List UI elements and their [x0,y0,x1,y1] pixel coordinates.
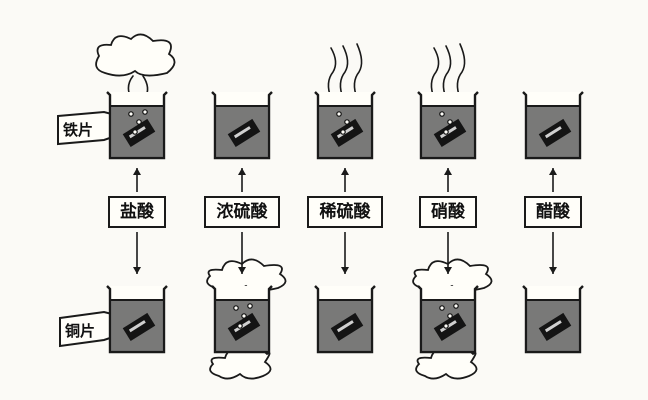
acid-label-text: 硝酸 [431,201,466,222]
acid-label-box [524,196,582,228]
acid-label-conc-h2so4: 浓硫酸 [204,196,280,228]
gas-bubble [336,111,342,117]
gas-bubble [132,129,138,135]
acid-label-hno3: 硝酸 [419,196,477,228]
gas-bubble [439,111,445,117]
arrows-hcl [133,168,141,274]
iron-beaker-conc-h2so4 [211,91,273,160]
copper-beaker-acetic [522,285,584,354]
arrow-head [341,267,349,274]
copper-beaker-conc-h2so4 [206,258,287,380]
arrow-head [341,168,349,175]
copper-strip-highlight [336,320,354,333]
acid-label-box [307,196,383,228]
gas-wisp [456,43,466,99]
arrow-head [549,267,557,274]
gas-bubble [247,303,253,309]
gas-cloud [206,258,287,292]
copper-beaker-dil-h2so4 [314,285,376,354]
arrow-head [238,267,246,274]
arrow-head [133,168,141,175]
gas-bubble [447,313,453,319]
iron-beaker-acetic [522,91,584,160]
copper-tag-label: 铜片 [65,322,95,340]
gas-wisp [442,45,452,99]
acid-label-box [108,196,166,228]
gas-cloud [95,33,176,77]
acid-column-dil-h2so4: 稀硫酸 [307,43,383,354]
arrows-acetic [549,168,557,274]
acid-columns: 盐酸 浓硫酸 稀硫酸 硝酸 醋酸 [95,33,584,380]
gas-bubble [443,129,449,135]
arrows-conc-h2so4 [238,168,246,274]
copper-strip-highlight [128,320,146,333]
acid-label-dil-h2so4: 稀硫酸 [307,196,383,228]
acid-column-conc-h2so4: 浓硫酸 [204,91,287,380]
acid-label-box [419,196,477,228]
gas-bubble [443,323,449,329]
gas-bubble [453,303,459,309]
arrow-head [444,168,452,175]
acid-label-text: 盐酸 [120,201,155,222]
copper-beaker-hcl [106,285,168,354]
acid-label-text: 醋酸 [536,201,571,222]
gas-bubble [344,119,350,125]
gas-bubble [136,119,142,125]
gas-cloud-lower [209,346,272,380]
acid-label-text: 浓硫酸 [217,201,269,222]
copper-beaker-hno3 [412,258,493,380]
iron-beaker-dil-h2so4 [314,43,376,160]
arrows-dil-h2so4 [341,168,349,274]
gas-bubble [233,305,239,311]
gas-wisp [430,47,440,99]
arrows-hno3 [444,168,452,274]
iron-strip-highlight [544,126,562,139]
gas-bubble [241,313,247,319]
gas-cloud [412,258,493,292]
acid-label-hcl: 盐酸 [108,196,166,228]
gas-cloud-lower [415,346,478,380]
gas-bubble [237,323,243,329]
iron-beaker-hno3 [417,43,479,160]
gas-bubble [128,111,134,117]
arrow-head [133,267,141,274]
gas-wisp [339,45,349,99]
iron-tag-label: 铁片 [63,121,93,139]
arrow-head [238,168,246,175]
copper-strip-highlight [544,320,562,333]
gas-bubble [340,129,346,135]
iron-strip-highlight [233,126,251,139]
arrow-head [549,168,557,175]
gas-bubble [447,119,453,125]
gas-wisp [353,43,363,99]
acid-column-hcl: 盐酸 [95,33,176,354]
gas-bubble [142,109,148,115]
acid-column-hno3: 硝酸 [412,43,493,380]
arrow-head [444,267,452,274]
gas-bubble [439,305,445,311]
gas-wisp [327,47,337,99]
acid-label-box [204,196,280,228]
acid-label-text: 稀硫酸 [320,201,372,222]
acid-label-acetic: 醋酸 [524,196,582,228]
iron-beaker-hcl [95,33,176,160]
acid-column-acetic: 醋酸 [522,91,584,354]
